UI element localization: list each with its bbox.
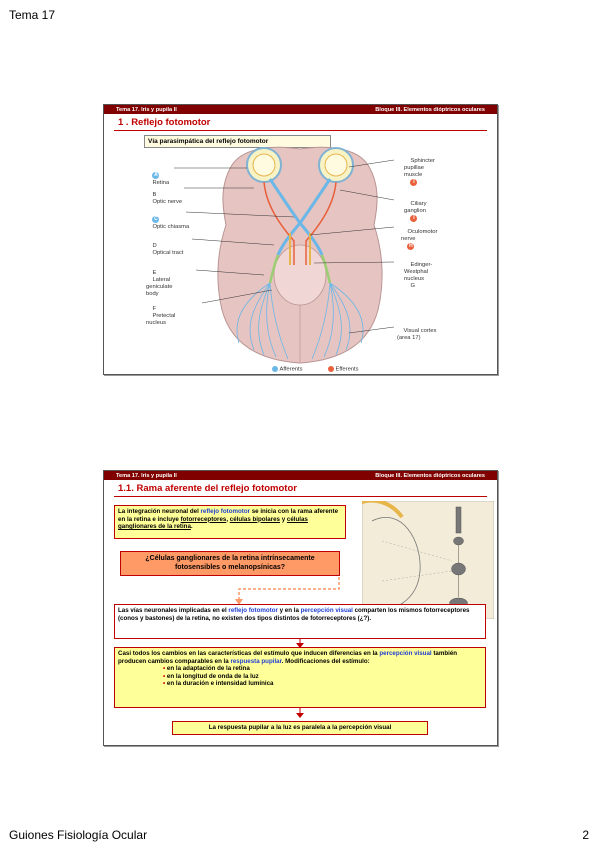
label-text: Optical tract	[152, 250, 184, 256]
question-box: ¿Células ganglionares de la retina intrí…	[120, 551, 340, 576]
label-letter-d: D	[152, 243, 157, 249]
label-text: Oculomotor nerve	[401, 229, 438, 242]
label-letter-c: C	[152, 216, 160, 223]
label-optic-chiasma: C Optic chiasma	[146, 209, 189, 238]
label-retina: A Retina	[146, 165, 169, 194]
right-eye-inner	[324, 153, 348, 177]
brainstem	[273, 244, 327, 306]
label-letter-f: F	[152, 306, 156, 312]
label-ciliary-ganglion: Ciliary ganglion I	[404, 194, 427, 230]
efferent-dot-icon	[328, 366, 335, 372]
slide-header-bar: Tema 17. Iris y pupila II Bloque III. El…	[104, 471, 497, 480]
afferent-tract-right	[320, 254, 332, 284]
label-oculomotor: Oculomotor nerve H	[401, 222, 437, 258]
stimulus-box: Casi todos los cambios en las caracterís…	[114, 647, 486, 708]
afferent-path-right	[276, 178, 332, 256]
arrow-down-icon	[296, 638, 304, 648]
left-eye-inner	[252, 153, 276, 177]
efferent-yellow	[289, 233, 311, 265]
label-text: Pretectal nucleus	[146, 313, 176, 326]
leader-lines	[174, 159, 395, 334]
label-text: Ciliary ganglion	[404, 201, 427, 214]
label-sphincter: Sphincter pupillae muscle I	[404, 151, 435, 194]
stimulus-list: • en la adaptación de la retina • en la …	[118, 665, 482, 688]
label-edinger-westphal: Edinger- Westphal nucleus G	[404, 255, 432, 297]
list-item: • en la duración e intensidad lumínica	[163, 680, 274, 688]
efferent-path-left	[263, 181, 295, 265]
slide-title: 1.1. Rama aferente del reflejo fotomotor	[118, 483, 297, 494]
label-text: Retina	[152, 180, 170, 187]
afferent-tract-left	[268, 254, 280, 284]
label-letter-e: E	[152, 270, 157, 276]
pointer-arrow	[362, 501, 404, 519]
label-lateral-geniculate: E Lateral geniculate body	[146, 263, 172, 305]
slide-block: Bloque III. Elementos dióptricos oculare…	[375, 472, 485, 479]
label-text: Visual cortex (area 17)	[397, 328, 437, 341]
label-letter-i: I	[410, 179, 418, 186]
slide-block: Bloque III. Elementos dióptricos oculare…	[375, 106, 485, 113]
slide-topic: Tema 17. Iris y pupila II	[116, 106, 177, 113]
slide-rama-aferente: Tema 17. Iris y pupila II Bloque III. El…	[103, 470, 498, 746]
label-letter-g: G	[410, 283, 415, 289]
label-visual-cortex: Visual cortex (area 17)	[397, 321, 437, 349]
slide-title: 1 . Reflejo fotomotor	[118, 117, 211, 128]
label-pretectal-nucleus: F Pretectal nucleus	[146, 299, 175, 334]
slide-topic: Tema 17. Iris y pupila II	[116, 472, 177, 479]
title-underline	[114, 130, 487, 131]
label-text: Optic nerve	[152, 199, 183, 205]
intro-box: La integración neuronal del reflejo foto…	[114, 505, 346, 539]
page-header: Tema 17	[9, 8, 56, 22]
label-text: Lateral geniculate body	[146, 277, 173, 297]
efferent-path-right	[305, 181, 337, 265]
legend-afferents: Afferents	[266, 359, 303, 381]
label-text: Edinger- Westphal nucleus	[404, 262, 433, 282]
label-letter-h: H	[407, 243, 415, 250]
retina-illustration	[362, 501, 494, 619]
label-text: Optic chiasma	[152, 224, 190, 231]
label-optic-nerve: B Optic nerve	[146, 185, 182, 213]
dashed-connector	[235, 577, 340, 605]
page-number: 2	[582, 828, 589, 842]
label-letter-b: B	[152, 192, 157, 198]
legend-efferents: Efferents	[322, 359, 359, 381]
label-letter-a: A	[152, 172, 160, 179]
label-letter-i2: I	[410, 215, 418, 222]
label-optical-tract: D Optical tract	[146, 236, 183, 264]
slide-header-bar: Tema 17. Iris y pupila II Bloque III. El…	[104, 105, 497, 114]
list-item: • en la adaptación de la retina	[163, 665, 250, 673]
slide-reflejo-fotomotor: Tema 17. Iris y pupila II Bloque III. El…	[103, 104, 498, 375]
bullet-icon: •	[163, 680, 166, 688]
title-underline	[114, 496, 487, 497]
list-item: • en la longitud de onda de la luz	[163, 672, 259, 680]
label-text: Sphincter pupillae muscle	[404, 158, 435, 178]
pathways-box: Las vías neuronales implicadas en el ref…	[114, 604, 486, 639]
subtitle-box: Vía parasimpática del reflejo fotomotor	[144, 135, 331, 148]
bullet-icon: •	[163, 672, 166, 680]
arrow-down-icon	[296, 708, 304, 718]
conclusion-box: La respuesta pupilar a la luz es paralel…	[172, 721, 428, 735]
bullet-icon: •	[163, 665, 166, 673]
afferent-dot-icon	[272, 366, 279, 372]
pupillary-reflex-diagram	[174, 146, 395, 364]
page-footer: Guiones Fisiología Ocular	[9, 828, 148, 842]
